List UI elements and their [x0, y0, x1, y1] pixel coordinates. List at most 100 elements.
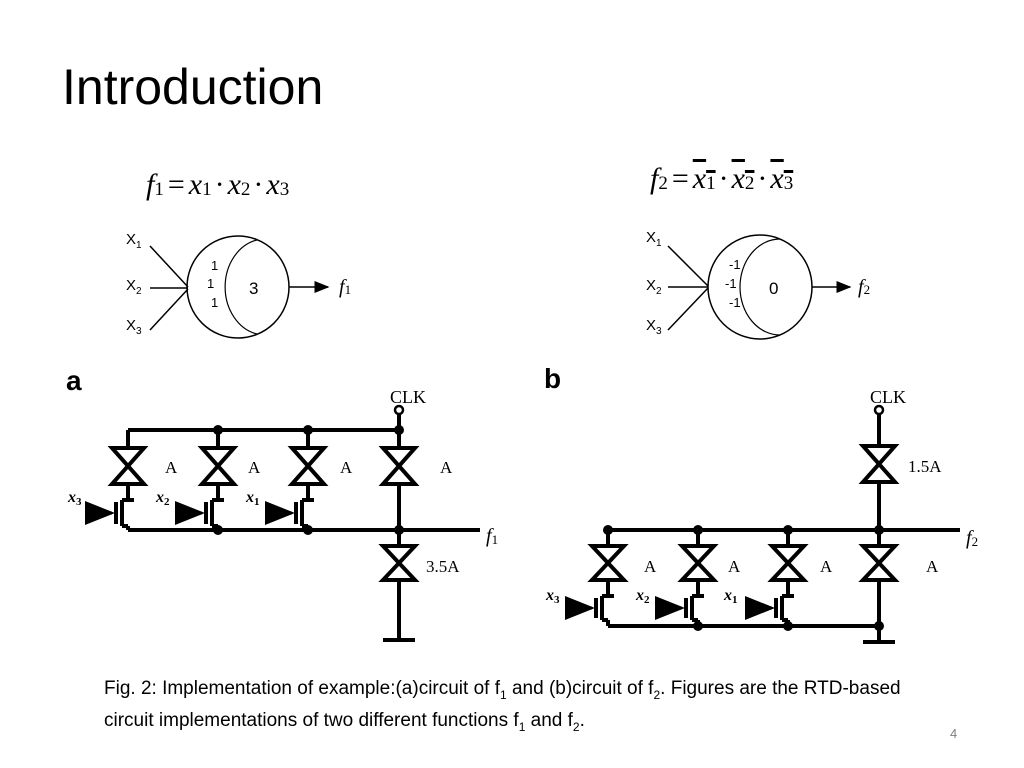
caption-text: Fig. 2: Implementation of example:(a)cir…	[104, 678, 500, 699]
circuit-b-clock-rtd-label: 1.5A	[908, 457, 942, 476]
junction-dot	[874, 621, 884, 631]
gate1-input-line	[149, 245, 189, 288]
formula-dot: ·	[253, 168, 264, 201]
circuit-b-panel-label: b	[544, 363, 561, 394]
gate2-input-x2-label: X2	[646, 277, 662, 297]
slide-title: Introduction	[62, 59, 324, 115]
gate2-input-x3-label: X3	[646, 317, 662, 337]
circuit-a-branch-3: x1 A	[245, 430, 353, 528]
formula-negated-term: x3	[770, 162, 794, 195]
gate2-circle	[707, 234, 813, 340]
circuit-a-clk-label: CLK	[390, 387, 426, 407]
formula-term: x	[266, 168, 280, 201]
gate1-weight: 1	[211, 295, 218, 310]
formula-dot: ·	[214, 168, 225, 201]
rtd-symbol	[677, 544, 719, 582]
circuit-b: b CLK 1.5A f2 A x3 A	[544, 363, 978, 644]
circuit-b-rtd-label: A	[728, 557, 741, 576]
caption-text: . Figures are the RTD-based circuit impl…	[104, 678, 901, 731]
threshold-gate-1: X1 X2 X3 1 1 1 3 f1	[126, 231, 351, 339]
caption-subscript: 1	[518, 719, 526, 734]
gate2-weight: -1	[725, 276, 737, 291]
caption-text: .	[579, 709, 585, 731]
circuit-b-branch-3: A x1	[723, 530, 833, 626]
gate1-input-line	[149, 288, 189, 331]
rtd-symbol	[378, 446, 420, 486]
circuit-b-rtd-label: A	[820, 557, 833, 576]
formula-equals: =	[167, 168, 185, 201]
junction-dot	[783, 621, 793, 631]
circuit-a-load-rtd-label: 3.5A	[426, 557, 460, 576]
caption-subscript: 2	[653, 687, 661, 702]
rtd-symbol	[107, 446, 149, 486]
gate2-threshold: 0	[769, 279, 778, 298]
caption-text: and (b)circuit of f	[506, 678, 654, 699]
caption-subscript: 1	[500, 687, 507, 702]
circuit-a-clock-rtd-label: A	[440, 458, 453, 477]
formula-lhs: f	[650, 162, 659, 195]
rtd-symbol	[767, 544, 809, 582]
circuit-a: a CLK x3 A	[66, 365, 498, 642]
rtd-symbol	[378, 544, 420, 582]
formula-lhs: f	[146, 168, 155, 201]
circuit-a-gate-label: x3	[67, 489, 82, 508]
gate1-input-x3-label: X3	[126, 317, 142, 337]
formula-f2: f2=x1·x2·x3	[650, 162, 793, 196]
circuit-b-output-label: f2	[966, 527, 978, 549]
gate2-input-x1-label: X1	[646, 229, 662, 249]
page-number: 4	[950, 726, 958, 741]
circuit-a-branch-2: x2 A	[155, 430, 261, 528]
gate1-input-x1-label: X1	[126, 231, 142, 251]
threshold-gate-2: X1 X2 X3 -1 -1 -1 0 f2	[646, 229, 870, 340]
caption-subscript: 2	[572, 719, 580, 734]
circuit-b-load-rtd-label: A	[926, 557, 939, 576]
formula-dot: ·	[718, 162, 729, 195]
circuit-b-gate-label: x3	[545, 587, 560, 606]
rtd-symbol	[858, 544, 900, 582]
circuit-a-output-label: f1	[486, 525, 498, 547]
gate1-weight: 1	[211, 258, 218, 273]
gate2-output-label: f2	[858, 276, 870, 298]
circuit-b-clk-terminal	[873, 404, 885, 416]
gate2-input-line	[667, 245, 709, 287]
caption-text: and f	[525, 709, 573, 731]
gate1-weight: 1	[207, 276, 214, 291]
formula-equals: =	[671, 162, 689, 195]
rtd-symbol	[587, 544, 629, 582]
formula-term-sub: 2	[240, 179, 251, 200]
junction-dot	[693, 621, 703, 631]
formula-f1: f1=x1·x2·x3	[146, 168, 289, 202]
circuit-b-branch-1: A x3	[545, 530, 657, 626]
circuit-a-rtd-label: A	[248, 458, 261, 477]
formula-lhs-sub: 2	[658, 173, 668, 194]
formula-term-sub: 3	[279, 179, 290, 200]
formula-negated-term: x1	[692, 162, 716, 195]
circuit-b-clk-label: CLK	[870, 387, 906, 407]
circuit-b-rtd-label: A	[644, 557, 657, 576]
circuit-a-rtd-label: A	[340, 458, 353, 477]
figure-caption: Fig. 2: Implementation of example:(a)cir…	[104, 676, 944, 740]
gate2-weight: -1	[729, 257, 741, 272]
gate2-input-line	[667, 287, 709, 331]
formula-term: x	[188, 168, 203, 201]
formula-negated-term: x2	[731, 162, 755, 195]
formula-lhs-sub: 1	[154, 179, 164, 200]
circuit-b-gate-label: x2	[635, 587, 650, 606]
circuit-b-gate-label: x1	[723, 587, 738, 606]
gate2-inner-arc	[739, 238, 781, 336]
formula-term: x	[227, 168, 241, 201]
formula-term-sub: 1	[202, 179, 212, 200]
formula-dot: ·	[757, 162, 768, 195]
gate1-inner-arc	[224, 239, 258, 335]
circuit-a-rtd-label: A	[165, 458, 178, 477]
rtd-symbol	[858, 444, 900, 484]
circuit-a-gate-label: x2	[155, 489, 170, 508]
junction-dot	[213, 525, 223, 535]
circuit-b-branch-2: A x2	[635, 530, 741, 626]
gate2-weight: -1	[729, 295, 741, 310]
circuit-a-panel-label: a	[66, 365, 82, 396]
circuit-a-branch-1: x3 A	[67, 430, 178, 528]
rtd-symbol	[287, 446, 329, 486]
junction-dot	[303, 525, 313, 535]
